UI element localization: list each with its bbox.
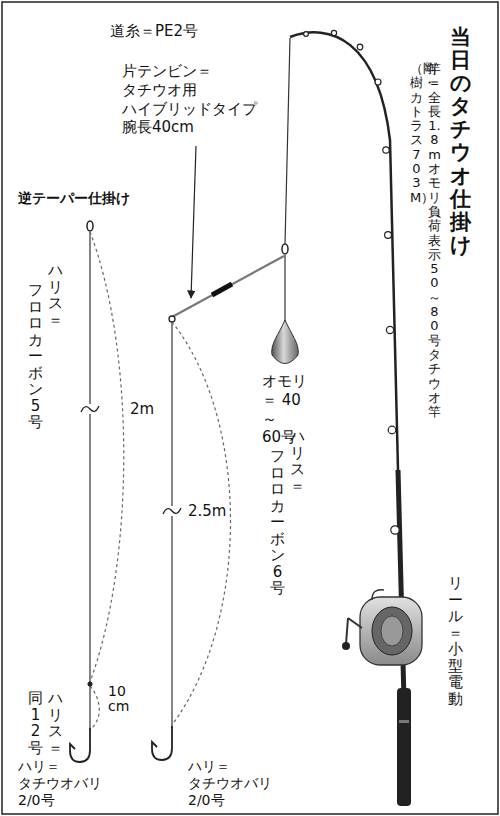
- grip-ring: [399, 720, 409, 723]
- dimension: 10 cm: [108, 684, 129, 715]
- title: 当日のタチウオ仕掛け: [450, 26, 471, 257]
- rod-grip: [397, 688, 411, 806]
- swivel: [87, 221, 93, 231]
- leader-slack: [90, 232, 124, 682]
- break-gap: [82, 404, 98, 414]
- leader-spec: フロロカーボン6号: [270, 448, 285, 597]
- leader-slack: [172, 322, 231, 725]
- swivel: [282, 244, 288, 254]
- main-line: [285, 38, 290, 244]
- length-break-mark: [163, 508, 181, 514]
- hook: [152, 726, 172, 760]
- rod-model: （剛樹・カトラス 703M）: [410, 62, 423, 205]
- length-break-mark: [81, 406, 99, 412]
- rig-heading: 逆テーパー仕掛け: [18, 190, 130, 208]
- arm-snap: [169, 316, 175, 322]
- leader-arrow: [191, 146, 196, 298]
- electric-reel: [342, 590, 422, 665]
- leader-spec: ハリス＝: [290, 428, 305, 494]
- leader-slack: [90, 686, 99, 728]
- hook-spec: ハリ＝ タチウオバリ 2/0号: [188, 758, 272, 808]
- hook: [70, 728, 90, 762]
- leader-spec: ハリス＝: [48, 690, 63, 756]
- sinker: [272, 320, 299, 364]
- hook-spec: ハリ＝ タチウオバリ 2/0号: [18, 758, 102, 808]
- tenbin-sleeve: [212, 284, 232, 295]
- dimension: 2m: [130, 400, 154, 418]
- knot: [88, 682, 93, 687]
- rod-spec: 竿＝全長1.8m オモリ負荷表示50～80号 タチウオ竿: [428, 62, 441, 419]
- dimension: 2.5m: [186, 502, 228, 520]
- leader-spec: ハリス＝: [48, 262, 63, 328]
- line-spec: 道糸＝PE2号: [110, 22, 198, 41]
- rod-tip: [290, 32, 398, 470]
- leader-line: [89, 232, 90, 730]
- leader-spec: 同12号: [28, 690, 43, 756]
- part-label: 片テンビン＝ タチウオ用 ハイブリッドタイプ 腕長40cm: [122, 62, 257, 137]
- leader-line: [171, 322, 172, 728]
- break-gap: [164, 506, 180, 516]
- rod-guides: [304, 30, 400, 534]
- sinker-line: [284, 255, 285, 322]
- reel-spec: リール＝小型電動: [448, 575, 463, 707]
- tenbin-arm: [172, 256, 284, 317]
- leader-spec: フロロカーボン5号: [28, 282, 43, 431]
